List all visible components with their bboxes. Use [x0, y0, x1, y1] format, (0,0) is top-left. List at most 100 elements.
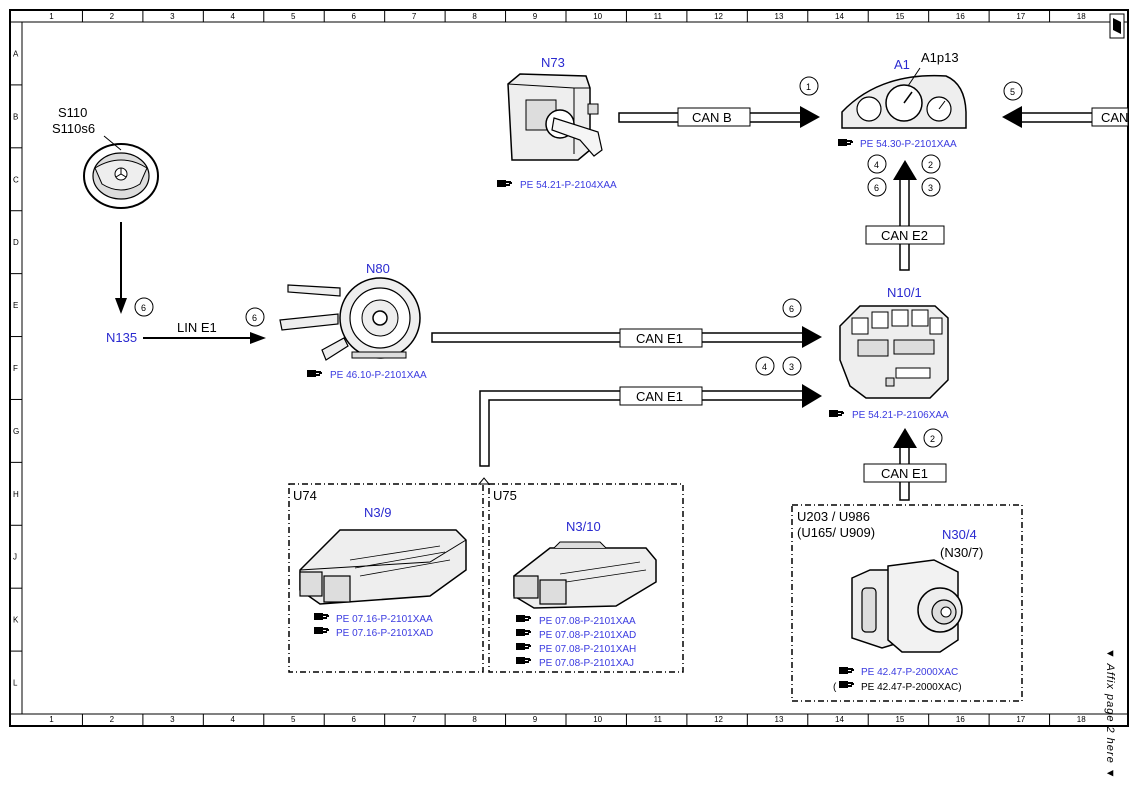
grid-col-top-13: 13 — [775, 12, 784, 21]
s110s6-label: S110s6 — [52, 121, 95, 136]
grid-col-bottom-3: 3 — [170, 715, 175, 724]
svg-text:6: 6 — [874, 183, 879, 193]
svg-text:6: 6 — [141, 303, 146, 313]
grid-col-top-14: 14 — [835, 12, 844, 21]
u74-label: U74 — [293, 488, 317, 503]
svg-text:PE 07.08-P-2101XAH: PE 07.08-P-2101XAH — [539, 644, 636, 655]
circle-6c: 6 — [134, 297, 154, 317]
circle-1: 1 — [799, 76, 819, 96]
n73-reference-link[interactable]: PE 54.21-P-2104XAA — [497, 180, 617, 191]
can-e2-label: CAN E2 — [881, 228, 928, 243]
u74-reference-link-2[interactable]: PE 07.16-P-2101XAD — [314, 627, 433, 639]
grid-row-D: D — [13, 238, 19, 247]
circle-6a: 6 — [867, 177, 887, 197]
grid-col-bottom-17: 17 — [1016, 715, 1025, 724]
circle-6b: 6 — [245, 307, 265, 327]
svg-text:PE 07.16-P-2101XAA: PE 07.16-P-2101XAA — [336, 614, 433, 625]
grid-col-top-7: 7 — [412, 12, 417, 21]
grid-col-top-8: 8 — [472, 12, 477, 21]
svg-text:PE 54.21-P-2106XAA: PE 54.21-P-2106XAA — [852, 410, 949, 421]
grid-col-bottom-18: 18 — [1077, 715, 1086, 724]
n73-label: N73 — [541, 55, 565, 70]
n80-reference-link[interactable]: PE 46.10-P-2101XAA — [307, 370, 427, 381]
svg-text:PE 07.16-P-2101XAD: PE 07.16-P-2101XAD — [336, 628, 433, 639]
grid-col-bottom-10: 10 — [593, 715, 602, 724]
u75-reference-link-4[interactable]: PE 07.08-P-2101XAJ — [516, 657, 634, 669]
grid-col-bottom-16: 16 — [956, 715, 965, 724]
affix-page-note: ▼ Affix page 2 here ▼ — [1104, 648, 1116, 780]
n10-1-label: N10/1 — [887, 285, 922, 300]
u75-reference-link-2[interactable]: PE 07.08-P-2101XAD — [516, 629, 636, 641]
svg-text:6: 6 — [789, 304, 794, 314]
grid-col-top-10: 10 — [593, 12, 602, 21]
n3-9-label: N3/9 — [364, 505, 391, 520]
u75-reference-link-1[interactable]: PE 07.08-P-2101XAA — [516, 615, 636, 627]
svg-text:PE 07.08-P-2101XAJ: PE 07.08-P-2101XAJ — [539, 658, 634, 669]
n10-1-reference-link[interactable]: PE 54.21-P-2106XAA — [829, 410, 949, 421]
grid-col-top-5: 5 — [291, 12, 296, 21]
svg-text:2: 2 — [930, 434, 935, 444]
grid-row-K: K — [13, 616, 19, 625]
n30-7-label: (N30/7) — [940, 545, 983, 560]
n135-label: N135 — [106, 330, 137, 345]
grid-col-top-18: 18 — [1077, 12, 1086, 21]
a1-label: A1 — [894, 57, 910, 72]
grid-col-bottom-9: 9 — [533, 715, 538, 724]
a1-reference-link[interactable]: PE 54.30-P-2101XAA — [838, 139, 957, 150]
steering-column-module-icon — [279, 277, 421, 361]
grid-col-bottom-2: 2 — [110, 715, 115, 724]
grid-col-bottom-4: 4 — [231, 715, 236, 724]
svg-text:PE 46.10-P-2101XAA: PE 46.10-P-2101XAA — [330, 370, 427, 381]
u203-u986-label: U203 / U986 — [797, 509, 870, 524]
grid-col-bottom-11: 11 — [654, 715, 663, 724]
grid-col-top-6: 6 — [351, 12, 356, 21]
page-frame — [9, 9, 1129, 727]
u74-reference-link-1[interactable]: PE 07.16-P-2101XAA — [314, 613, 433, 625]
ignition-switch-icon — [507, 73, 603, 161]
grid-row-A: A — [13, 49, 19, 58]
svg-text:1: 1 — [806, 82, 811, 92]
grid-col-bottom-7: 7 — [412, 715, 417, 724]
svg-text:5: 5 — [1010, 87, 1015, 97]
grid-row-B: B — [13, 112, 18, 121]
svg-text:2: 2 — [928, 160, 933, 170]
grid-col-bottom-5: 5 — [291, 715, 296, 724]
can-e1-top-label: CAN E1 — [636, 331, 683, 346]
u165-u909-label: (U165/ U909) — [797, 525, 875, 540]
circle-4b: 4 — [755, 356, 775, 376]
circle-5: 5 — [1003, 81, 1023, 101]
n30-4-reference-link-1[interactable]: PE 42.47-P-2000XAC — [839, 667, 958, 678]
grid-col-bottom-14: 14 — [835, 715, 844, 724]
svg-text:6: 6 — [252, 313, 257, 323]
circle-3a: 3 — [921, 177, 941, 197]
n30-4-reference-link-2[interactable]: ( PE 42.47-P-2000XAC) — [833, 681, 962, 693]
u75-reference-link-3[interactable]: PE 07.08-P-2101XAH — [516, 643, 636, 655]
grid-col-top-17: 17 — [1016, 12, 1025, 21]
n80-label: N80 — [366, 261, 390, 276]
u75-label: U75 — [493, 488, 517, 503]
grid-col-bottom-12: 12 — [714, 715, 723, 724]
abs-esp-unit-icon — [851, 559, 963, 653]
circle-4a: 4 — [867, 154, 887, 174]
svg-text:PE 54.21-P-2104XAA: PE 54.21-P-2104XAA — [520, 180, 617, 191]
document-corner-icon — [1109, 13, 1125, 39]
engine-control-unit-n3-9-icon — [299, 529, 467, 605]
grid-col-top-16: 16 — [956, 12, 965, 21]
can-e1-mid-label: CAN E1 — [636, 389, 683, 404]
svg-text:PE 07.08-P-2101XAD: PE 07.08-P-2101XAD — [539, 630, 636, 641]
svg-text:PE 07.08-P-2101XAA: PE 07.08-P-2101XAA — [539, 616, 636, 627]
grid-col-top-3: 3 — [170, 12, 175, 21]
grid-row-F: F — [13, 364, 18, 373]
grid-col-top-15: 15 — [895, 12, 904, 21]
engine-control-unit-n3-10-icon — [513, 541, 657, 609]
circle-2a: 2 — [921, 154, 941, 174]
grid-col-top-1: 1 — [49, 12, 54, 21]
svg-text:PE 42.47-P-2000XAC: PE 42.47-P-2000XAC — [861, 667, 958, 678]
can-b-label: CAN B — [692, 110, 732, 125]
svg-text:4: 4 — [762, 362, 767, 372]
grid-col-top-11: 11 — [654, 12, 663, 21]
circle-2b: 2 — [923, 428, 943, 448]
